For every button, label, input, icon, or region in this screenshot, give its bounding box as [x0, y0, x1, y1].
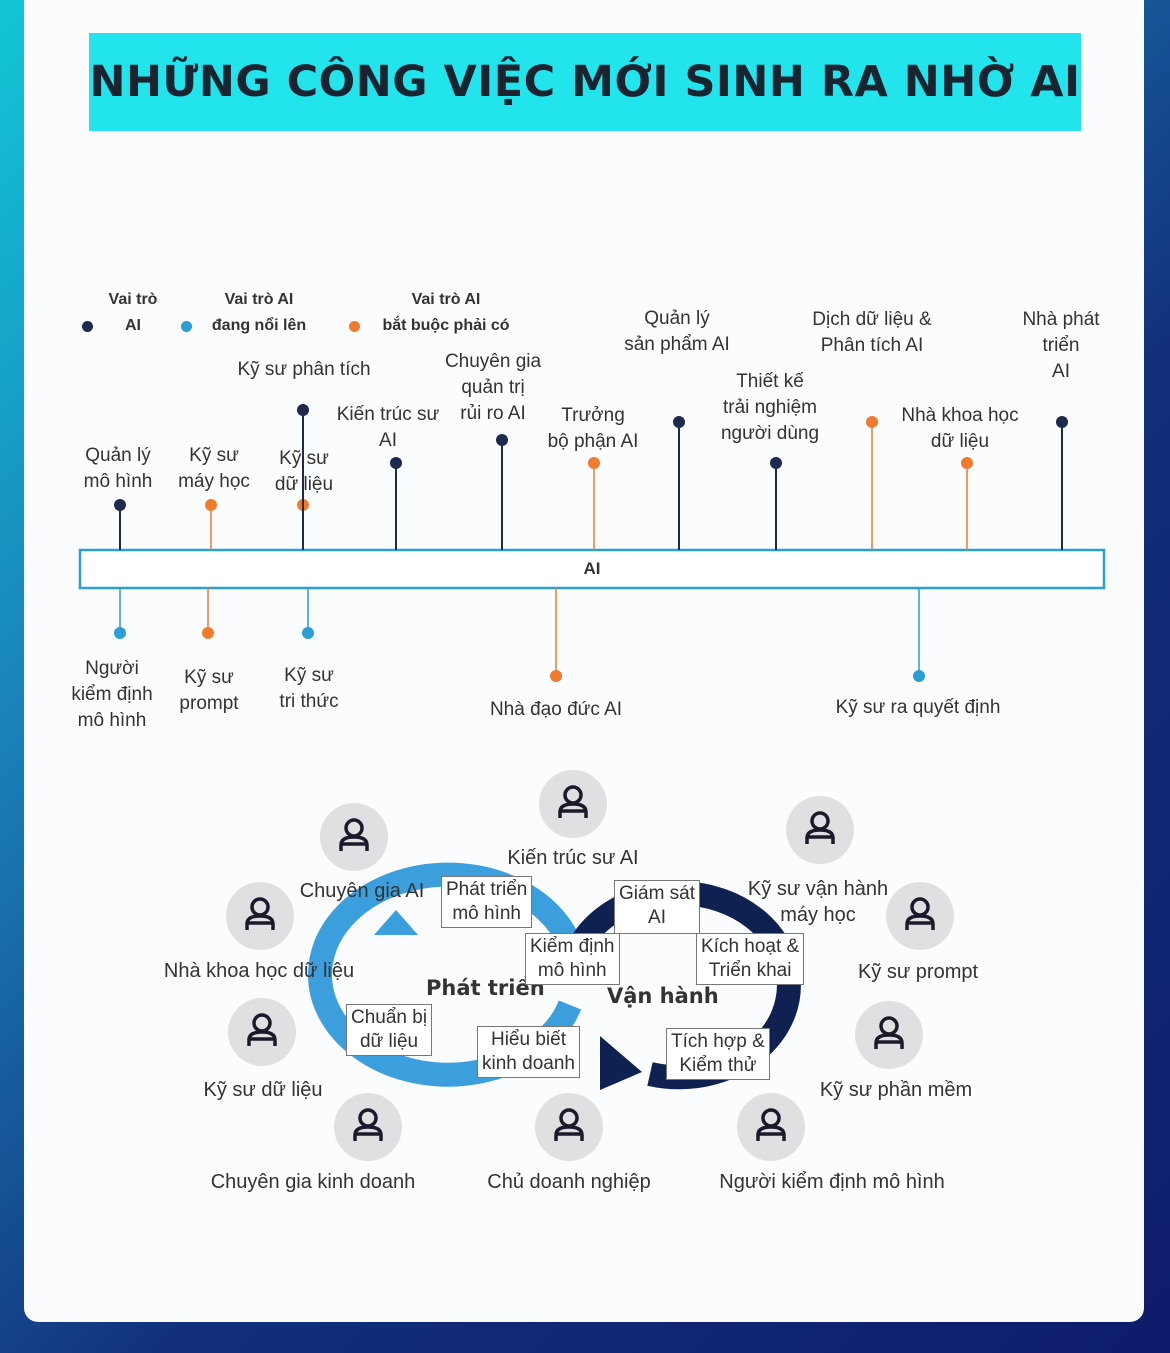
person-icon: [245, 897, 275, 930]
timeline-above-7-dot: [673, 416, 685, 428]
step-business-understanding: Hiểu biết kinh doanh: [477, 1026, 580, 1078]
phase-operate-label: Vận hành: [607, 984, 719, 1008]
role-ai-risk-expert: Chuyên gia quản trị rủi ro AI: [444, 351, 542, 424]
person-avatar-1: [320, 803, 388, 871]
person-avatar-5: [535, 1093, 603, 1161]
page-title: NHỮNG CÔNG VIỆC MỚI SINH RA NHỜ AI: [89, 57, 1081, 107]
person-icon: [339, 818, 369, 851]
person-avatar-2: [226, 882, 294, 950]
role-ai-developer: Nhà phát triển AI: [1022, 309, 1100, 382]
role-ai-product-manager: Quản lý sản phẩm AI: [624, 308, 730, 355]
role-ml-engineer: Kỹ sư máy học: [178, 445, 250, 492]
timeline-above-4-dot: [390, 457, 402, 469]
timeline-bar-label: AI: [583, 559, 601, 578]
step-integration-testing: Tích hợp & Kiểm thử: [666, 1028, 770, 1080]
timeline-above-0-dot: [114, 499, 126, 511]
develop-loop-arrowhead: [374, 910, 418, 935]
legend-dot-required: [349, 321, 360, 332]
person-label-software-engineer: Kỹ sư phần mềm: [819, 1079, 973, 1101]
timeline-below-0-dot: [114, 627, 126, 639]
person-avatar-4: [334, 1093, 402, 1161]
person-icon: [558, 785, 588, 818]
role-ux-designer: Thiết kế trải nghiệm người dùng: [720, 371, 820, 444]
person-label-mlops-engineer: Kỹ sư vận hành máy học: [747, 878, 889, 926]
person-icon: [905, 897, 935, 930]
legend-label-required: Vai trò AI bắt buộc phải có: [382, 291, 510, 334]
person-avatar-6: [786, 796, 854, 864]
timeline-above-11-dot: [1056, 416, 1068, 428]
person-avatar-0: [539, 770, 607, 838]
role-data-scientist: Nhà khoa học dữ liệu: [901, 405, 1019, 452]
person-label-prompt-engineer: Kỹ sư prompt: [857, 961, 979, 983]
person-label-data-engineer: Kỹ sư dữ liệu: [203, 1079, 323, 1101]
step-data-preparation: Chuẩn bị dữ liệu: [346, 1004, 433, 1056]
timeline-above-5-dot: [496, 434, 508, 446]
role-ai-head: Trưởng bộ phận AI: [547, 405, 639, 452]
person-avatar-7: [886, 882, 954, 950]
person-icon: [353, 1108, 383, 1141]
title-banner: NHỮNG CÔNG VIỆC MỚI SINH RA NHỜ AI: [89, 33, 1081, 131]
role-knowledge-engineer: Kỹ sư tri thức: [279, 665, 339, 712]
person-label-data-scientist: Nhà khoa học dữ liệu: [163, 960, 355, 982]
role-ai-ethicist: Nhà đạo đức AI: [489, 699, 623, 720]
legend-label-ai-role: Vai trò AI: [108, 291, 158, 334]
timeline-below-1-dot: [202, 627, 214, 639]
timeline-below-2-dot: [302, 627, 314, 639]
timeline-above-8-dot: [770, 457, 782, 469]
role-prompt-engineer: Kỹ sư prompt: [179, 667, 239, 714]
step-model-development: Phát triển mô hình: [441, 876, 533, 928]
legend-dot-emerging: [181, 321, 192, 332]
person-icon: [874, 1016, 904, 1049]
person-avatar-9: [737, 1093, 805, 1161]
timeline-below-3-dot: [550, 670, 562, 682]
role-data-engineer: Kỹ sư dữ liệu: [274, 448, 334, 495]
step-ai-monitoring: Giám sát AI: [614, 880, 701, 934]
timeline-above-1-dot: [205, 499, 217, 511]
role-decision-engineer: Kỹ sư ra quyết định: [835, 697, 1001, 718]
timeline-above-3-dot: [297, 404, 309, 416]
person-label-business-expert: Chuyên gia kinh doanh: [210, 1171, 416, 1193]
timeline-bar: [78, 548, 1106, 590]
person-icon: [554, 1108, 584, 1141]
timeline-above-6-dot: [588, 457, 600, 469]
role-model-validator: Người kiểm định mô hình: [71, 658, 153, 731]
person-avatar-3: [228, 998, 296, 1066]
person-label-ai-architect: Kiến trúc sư AI: [507, 847, 639, 869]
role-model-manager: Quản lý mô hình: [83, 445, 153, 492]
legend-label-emerging: Vai trò AI đang nổi lên: [211, 291, 307, 334]
person-icon: [247, 1013, 277, 1046]
phase-develop-label: Phát triển: [426, 976, 545, 1000]
role-ai-architect: Kiến trúc sư AI: [336, 404, 440, 451]
step-model-validation: Kiểm định mô hình: [525, 933, 620, 985]
person-icon: [756, 1108, 786, 1141]
person-label-ai-expert: Chuyên gia AI: [299, 880, 425, 902]
role-data-translator: Dịch dữ liệu & Phân tích AI: [812, 309, 932, 356]
person-label-business-owner: Chủ doanh nghiệp: [487, 1171, 651, 1193]
timeline-above-10-dot: [961, 457, 973, 469]
timeline-graphic: [78, 404, 1106, 682]
person-icon: [805, 811, 835, 844]
timeline-above-9-dot: [866, 416, 878, 428]
timeline-below-4-dot: [913, 670, 925, 682]
operate-loop-arrowhead: [600, 1036, 642, 1090]
person-label-model-validator: Người kiểm định mô hình: [719, 1171, 945, 1193]
role-analytics-engineer: Kỹ sư phân tích: [237, 359, 371, 380]
step-deployment: Kích hoạt & Triển khai: [696, 933, 805, 985]
legend-dot-ai-role: [82, 321, 93, 332]
person-avatar-8: [855, 1001, 923, 1069]
